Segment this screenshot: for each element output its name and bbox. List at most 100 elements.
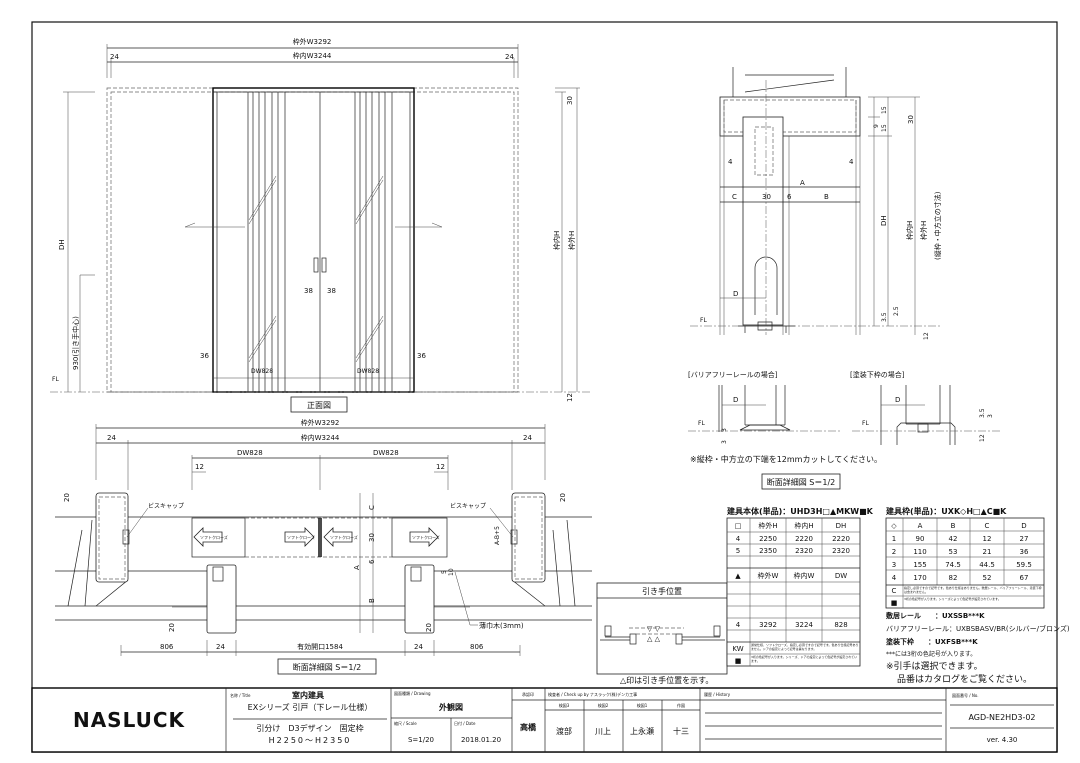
- title-line4: H2250～H2350: [269, 736, 352, 745]
- screw-cap-left: ビスキャップ: [148, 502, 184, 510]
- drawing-number: AGD-NE2HD3-02: [968, 713, 1035, 722]
- dim-20-lower-left: 20: [168, 623, 176, 632]
- door-table-header: 枠外W: [758, 571, 779, 580]
- edge-right-dim: 36: [417, 352, 426, 360]
- bottom-24-left: 24: [216, 643, 225, 651]
- barrier-free-title: [バリアフリーレールの場合]: [688, 370, 778, 379]
- vs-dim-4-right: 4: [849, 158, 854, 166]
- dw-right-label: DW828: [357, 368, 379, 375]
- vs-note-h: (縦枠・中方立の寸法): [933, 191, 942, 260]
- frame-table-header: ◇: [891, 522, 897, 530]
- scale-value: S=1/20: [408, 736, 434, 744]
- door-table-cell: 2320: [795, 547, 813, 555]
- frame-table-cell: 4: [892, 574, 897, 582]
- dim-5: 5: [441, 570, 448, 574]
- soft-close-label: ソフトクローズ: [287, 534, 315, 540]
- cut-note: ※縦枠・中方立の下端を12mmカットしてください。: [690, 454, 882, 464]
- checker-name: 川上: [595, 727, 611, 736]
- vs-dim-c: C: [732, 193, 737, 201]
- vs-fl: FL: [700, 317, 707, 324]
- outer-width-label: 枠外W3292: [293, 37, 332, 46]
- frame-note: 塗装下枠 ：UXFSB***K: [886, 637, 978, 646]
- bottom-24-right: 24: [414, 643, 423, 651]
- frame-table-cell: 44.5: [979, 561, 995, 569]
- scale-caption: 縮尺 / Scale: [394, 720, 417, 726]
- approve-caption: 承認印: [522, 691, 534, 697]
- approver-name: 高橋: [520, 722, 537, 732]
- door-table-title: 建具本体(単品)：UHD3H□▲MKW■K: [726, 506, 874, 516]
- plan-side-left: 24: [107, 434, 116, 442]
- screw-cap-right: ビスキャップ: [450, 502, 486, 510]
- vs-inner-h: 枠内H: [905, 221, 914, 240]
- handle-position-title: 引き手位置: [642, 586, 682, 596]
- frame-table-cell: 90: [916, 535, 925, 543]
- front-view: 枠外W3292 枠内W3244 24 24 38 38 36 36 DW828: [50, 37, 590, 413]
- dim-b: B: [368, 598, 376, 603]
- vs-dim-a: A: [800, 179, 805, 187]
- frame-table-cell: 2: [892, 548, 896, 556]
- door-table-cell: 2320: [832, 547, 850, 555]
- handle-position-note: △印は引き手位置を示す。: [620, 675, 713, 685]
- frame-note: ***には3桁の色記号が入ります。: [886, 650, 976, 658]
- dim-a-b-5: A-B+5: [494, 526, 501, 545]
- dim-6: 6: [368, 559, 376, 564]
- side-right-label: 24: [505, 53, 514, 61]
- handle-left-icon: [313, 257, 319, 273]
- dim-30: 30: [368, 533, 376, 542]
- frame-table-cell: 170: [913, 574, 926, 582]
- date-value: 2018.01.20: [461, 736, 501, 744]
- frame-table-cell: 155: [913, 561, 926, 569]
- shim-label: 薄巾木(3mm): [479, 621, 524, 630]
- kw-label: KW: [732, 645, 743, 653]
- painted-frame-title: [塗装下枠の場合]: [850, 370, 905, 379]
- door-table-cell: 828: [834, 621, 847, 629]
- vs-dim-12: 12: [923, 332, 930, 340]
- plan-dw-right: DW828: [373, 449, 399, 457]
- plan-gap-right: 12: [436, 463, 445, 471]
- plan-inner-width: 枠内W3244: [301, 433, 340, 442]
- vs-dim-6: 6: [787, 193, 792, 201]
- plan-side-right: 24: [523, 434, 532, 442]
- bottom-806-left: 806: [160, 643, 174, 651]
- color-label: ■: [735, 657, 742, 665]
- door-table-header: 枠内H: [794, 521, 813, 530]
- drawing-type: 外観図: [439, 702, 463, 712]
- frame-table-cell: 21: [983, 548, 992, 556]
- soft-close-label: ソフトクローズ: [330, 534, 358, 540]
- plan-section-title: 断面詳細図 S＝1/2: [293, 662, 362, 672]
- check-caption: 検査者 / Check up by ナスラック(株)デンカ工事: [548, 691, 637, 697]
- vs-dim-35: 3.5: [881, 312, 888, 322]
- bottom-806-right: 806: [470, 643, 484, 651]
- door-table-header: □: [735, 522, 742, 530]
- frame-table-header: A: [918, 522, 923, 530]
- door-table-cell: 3292: [759, 621, 777, 629]
- plan-gap-left: 12: [195, 463, 204, 471]
- c-label: C: [892, 587, 897, 595]
- frame-table-header: C: [985, 522, 990, 530]
- kw-note: 通常仕様、ソフトクローズ、指定し必須ですので記号です。色あり仕様記号ありません。…: [751, 643, 859, 651]
- title-block: NASLUCK 名称 / Title 室内建具 EXシリーズ 引戸（下レール仕様…: [31, 687, 1058, 753]
- door-table-cell: 2250: [759, 535, 777, 543]
- frame-note: 敷居レール ：UXSSB***K: [886, 611, 985, 620]
- checker-caption: 検図1: [637, 702, 648, 708]
- frame-table-cell: 53: [949, 548, 958, 556]
- color-note: 3桁の色記号が入ります。シリーズによって色記号が設定されています。: [904, 597, 1001, 601]
- frame-table-cell: 82: [949, 574, 958, 582]
- fl-label: FL: [52, 376, 59, 383]
- dw-left-label: DW828: [251, 368, 273, 375]
- pt-3: 3: [987, 414, 994, 418]
- handle-left-dim: 38: [304, 287, 313, 295]
- frame-table-cell: 110: [913, 548, 926, 556]
- door-table-header: DW: [835, 572, 847, 580]
- checker-caption: 検図3: [559, 702, 570, 708]
- pt-fl: FL: [862, 420, 869, 427]
- checker-caption: 作図: [677, 702, 685, 708]
- vertical-section-title: 断面詳細図 S＝1/2: [767, 477, 836, 487]
- frame-table-cell: 52: [983, 574, 992, 582]
- date-caption: 日付 / Date: [454, 720, 476, 726]
- vs-dim-b: B: [824, 193, 829, 201]
- door-table-cell: 5: [736, 547, 740, 555]
- frame-table-cell: 67: [1020, 574, 1029, 582]
- dh-label: DH: [58, 239, 66, 250]
- frame-table-cell: 3: [892, 561, 896, 569]
